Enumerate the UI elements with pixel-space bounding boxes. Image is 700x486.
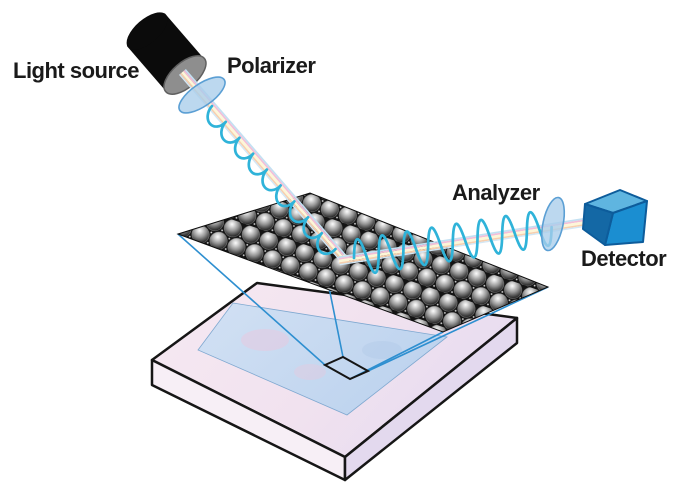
slab-right-side-face: [343, 316, 519, 482]
analyzer-label: Analyzer: [452, 180, 540, 205]
analyzer-lens: [540, 196, 566, 252]
zoom-callout-line: [367, 286, 549, 372]
zoom-region-marker: [322, 355, 371, 381]
light-source-label: Light source: [13, 58, 140, 83]
polarizer-label: Polarizer: [227, 53, 316, 78]
film-blotch: [294, 364, 326, 380]
detector-label: Detector: [581, 246, 667, 271]
zoom-callout-line: [177, 233, 326, 366]
film-blotch: [362, 341, 402, 359]
substrate-slab: [150, 281, 519, 482]
nanosphere-array-sheet: [176, 192, 550, 333]
incident-beam: [178, 68, 350, 265]
polarization-helix-wave: [206, 104, 337, 256]
film-blotch: [241, 329, 289, 351]
lamp-back-cap: [126, 12, 168, 50]
polarizer-lens: [178, 76, 226, 114]
reflected-sine-wave: [352, 210, 553, 275]
detector-cube: [582, 189, 648, 246]
sample-film: [197, 302, 448, 416]
detector-cube-side-face: [582, 203, 614, 246]
